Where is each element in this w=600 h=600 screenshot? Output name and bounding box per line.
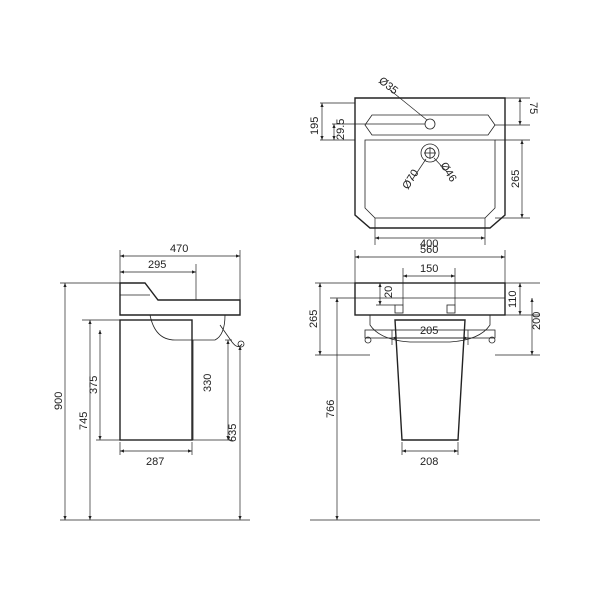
dim-depth-front-back: 195 [309,117,321,135]
tap-hole-icon [424,118,436,130]
side-waste-trap [219,324,243,347]
dim-waste-inner: Ø46 [437,160,458,184]
dim-rail-width: 205 [420,325,438,337]
front-bowl-underside [369,315,491,343]
dim-overall-height: 900 [53,392,65,410]
side-bowl-underside [149,314,226,341]
dim-overall-width: 560 [420,244,438,256]
dim-pedestal-height: 375 [88,376,100,394]
dim-towel-rail-drop: 200 [531,312,543,330]
top-tap-ledge [364,114,496,136]
dim-pedestal-depth: 287 [146,456,164,468]
dim-rim-offset: 20 [383,286,395,298]
dim-waste-height: 330 [202,374,214,392]
side-rail-end-icon [237,340,245,348]
dim-tap-spacing: 150 [420,263,438,275]
dim-bowl-width: 400 [420,238,438,250]
front-basin-outline [354,282,506,316]
side-pedestal [119,319,193,441]
side-basin-outline [119,282,241,316]
top-view: Ø35 195 29.5 75 Ø70 Ø46 265 400 [309,75,539,250]
dim-bowl-projection: 295 [148,259,166,271]
side-view: 470 295 900 745 375 330 635 287 [53,243,250,521]
front-tap-hole-right [446,304,456,314]
dim-basin-height: 265 [308,310,320,328]
top-basin-outline [354,97,506,229]
dim-overall-depth: 470 [170,243,188,255]
dim-floor-to-rim: 766 [325,400,337,418]
front-pedestal [394,319,466,441]
waste-outer-icon [420,143,440,163]
dim-rim-height: 110 [507,290,519,308]
dim-pedestal-top: 635 [227,424,239,442]
front-view: 560 150 20 265 110 200 205 766 208 [308,244,543,521]
dim-waste-outer: Ø70 [400,168,421,192]
dim-tap-offset: 29.5 [335,119,347,140]
dim-pedestal-width: 208 [420,456,438,468]
dim-floor-to-bowl: 745 [78,412,90,430]
dim-rim-depth: 75 [527,102,539,114]
front-tap-hole-left [394,304,404,314]
dim-tap-hole: Ø35 [376,75,400,97]
dim-bowl-depth: 265 [510,170,522,188]
